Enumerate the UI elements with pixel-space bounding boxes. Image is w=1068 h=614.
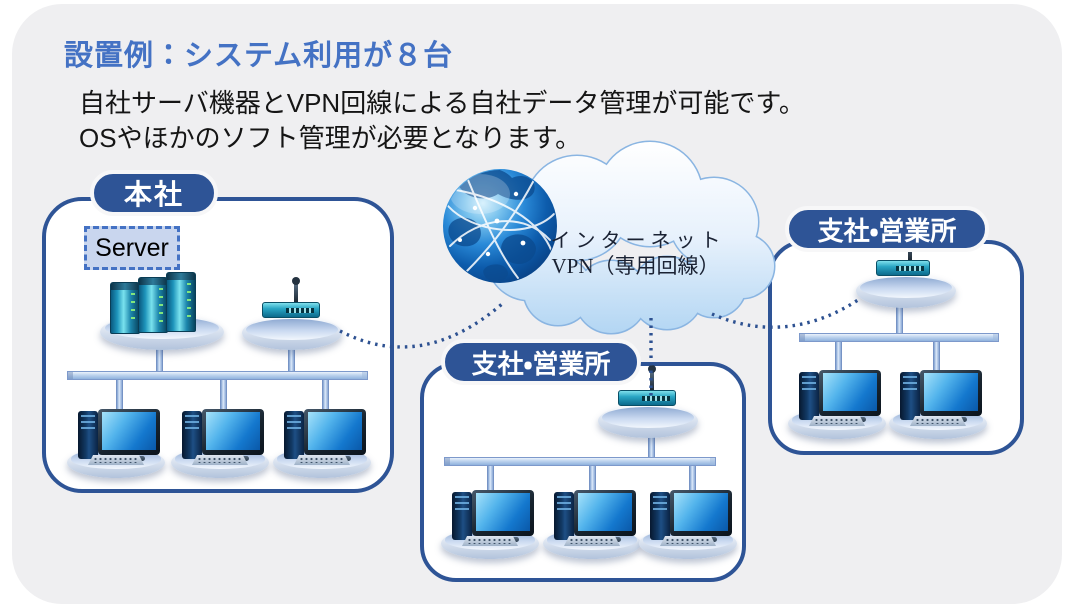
cloud-label-line-1: インターネット bbox=[550, 230, 726, 252]
router-antenna-icon bbox=[648, 365, 656, 392]
keyboard-icon bbox=[88, 455, 144, 465]
keyboard-icon bbox=[809, 416, 865, 426]
desktop-computer-icon bbox=[440, 490, 542, 562]
desktop-computer-icon bbox=[888, 370, 990, 442]
pc-tower-icon bbox=[182, 411, 202, 459]
monitor-icon bbox=[574, 490, 636, 536]
lan-bus bbox=[444, 457, 716, 466]
description-line-1: 自社サーバ機器とVPN回線による自社データ管理が可能です。 bbox=[79, 88, 805, 118]
lan-link bbox=[933, 340, 940, 374]
router-body-icon bbox=[618, 390, 676, 406]
desktop-computer-icon bbox=[638, 490, 740, 562]
lan-bus bbox=[67, 371, 368, 380]
server-unit-icon bbox=[138, 277, 168, 333]
platform-icon bbox=[856, 274, 956, 308]
monitor-screen bbox=[308, 412, 362, 450]
monitor-screen bbox=[924, 373, 978, 411]
keyboard-icon bbox=[462, 536, 518, 546]
headquarters-label: 本社 bbox=[90, 170, 218, 216]
desktop-computer-icon bbox=[170, 409, 272, 481]
keyboard-icon bbox=[660, 536, 716, 546]
monitor-screen bbox=[823, 373, 877, 411]
monitor-screen bbox=[578, 493, 632, 531]
server-tag: Server bbox=[84, 226, 180, 270]
router-body-icon bbox=[876, 260, 930, 276]
lan-link bbox=[896, 306, 903, 334]
pc-tower-icon bbox=[284, 411, 304, 459]
server-unit-icon bbox=[166, 272, 196, 332]
desktop-computer-icon bbox=[272, 409, 374, 481]
monitor-screen bbox=[206, 412, 260, 450]
keyboard-icon bbox=[192, 455, 248, 465]
headquarters-label-text: 本社 bbox=[123, 179, 184, 210]
router-antenna-icon bbox=[292, 277, 300, 304]
lan-bus bbox=[799, 333, 999, 342]
keyboard-icon bbox=[564, 536, 620, 546]
platform-icon bbox=[598, 404, 698, 438]
router-icon bbox=[242, 276, 352, 350]
server-unit-icon bbox=[110, 282, 140, 334]
monitor-icon bbox=[98, 409, 160, 455]
keyboard-icon bbox=[294, 455, 350, 465]
branch-right-label: 支社・営業所 bbox=[785, 206, 989, 252]
monitor-icon bbox=[670, 490, 732, 536]
branch-right-label-text: 支社・営業所 bbox=[817, 215, 957, 246]
pc-tower-icon bbox=[650, 492, 670, 540]
description-text: 自社サーバ機器とVPN回線による自社データ管理が可能です。 OSやほかのソフト管… bbox=[79, 86, 805, 156]
branch-center-label: 支社・営業所 bbox=[441, 339, 641, 385]
monitor-icon bbox=[304, 409, 366, 455]
pc-tower-icon bbox=[900, 372, 920, 420]
pc-tower-icon bbox=[78, 411, 98, 459]
lan-link bbox=[835, 340, 842, 374]
branch-center-label-text: 支社・営業所 bbox=[471, 348, 611, 379]
description-line-2: OSやほかのソフト管理が必要となります。 bbox=[79, 123, 582, 153]
cloud-label-line-2: VPN（専用回線） bbox=[551, 254, 720, 278]
monitor-icon bbox=[819, 370, 881, 416]
lan-link bbox=[288, 348, 295, 372]
monitor-icon bbox=[920, 370, 982, 416]
monitor-screen bbox=[476, 493, 530, 531]
router-body-icon bbox=[262, 302, 320, 318]
monitor-icon bbox=[202, 409, 264, 455]
server-rack-icon bbox=[100, 270, 230, 352]
desktop-computer-icon bbox=[66, 409, 168, 481]
monitor-screen bbox=[102, 412, 156, 450]
monitor-screen bbox=[674, 493, 728, 531]
lan-link bbox=[648, 436, 655, 458]
router-icon bbox=[598, 364, 708, 438]
keyboard-icon bbox=[910, 416, 966, 426]
pc-tower-icon bbox=[799, 372, 819, 420]
pc-tower-icon bbox=[452, 492, 472, 540]
page-title: 設置例：システム利用が８台 bbox=[64, 40, 454, 72]
desktop-computer-icon bbox=[542, 490, 644, 562]
platform-icon bbox=[242, 316, 342, 350]
monitor-icon bbox=[472, 490, 534, 536]
pc-tower-icon bbox=[554, 492, 574, 540]
desktop-computer-icon bbox=[787, 370, 889, 442]
server-tag-text: Server bbox=[95, 233, 169, 262]
